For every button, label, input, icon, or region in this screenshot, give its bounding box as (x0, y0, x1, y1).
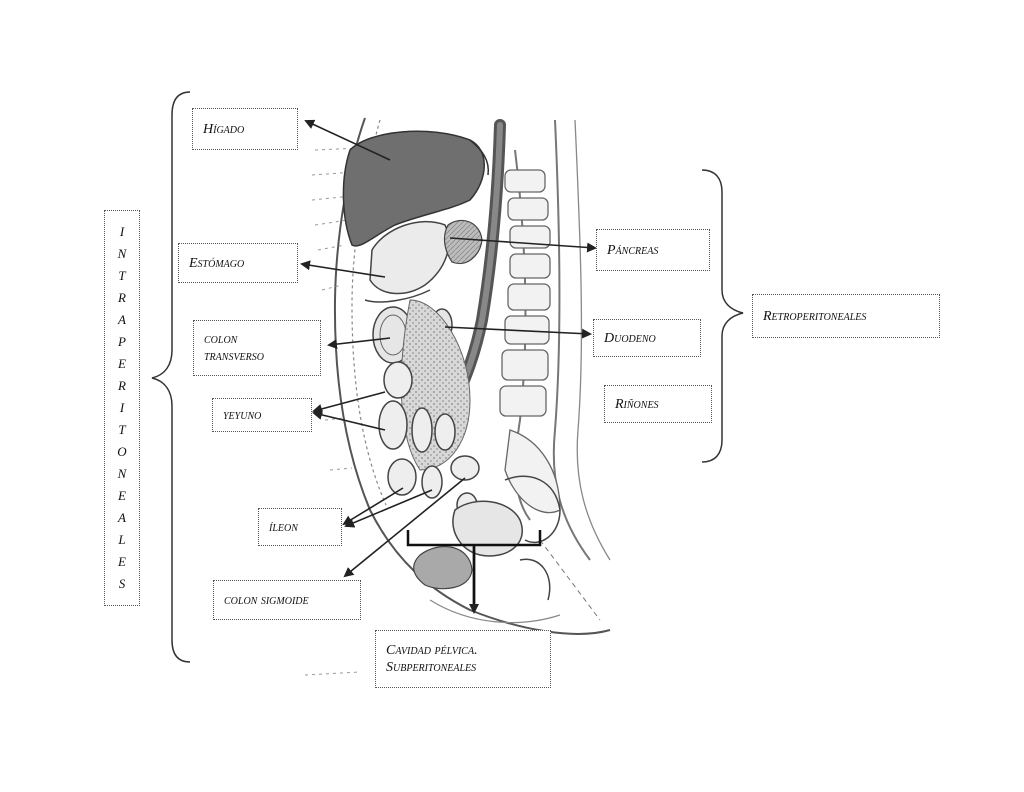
arrow-colon-sigmoide (343, 477, 466, 578)
vertical-letter: P (118, 334, 126, 349)
vertical-letter: I (119, 224, 125, 239)
spine (499, 119, 611, 561)
arrow-ileon-2 (344, 489, 433, 528)
vertical-letter: A (118, 312, 126, 327)
vertical-letter: A (118, 510, 126, 525)
arrow-higado (304, 119, 391, 161)
left-brace (151, 91, 191, 663)
stomach-shape (369, 220, 450, 295)
vertical-letter: E (118, 488, 126, 503)
bladder-shape (413, 546, 473, 590)
label-ileon: íleon (258, 508, 342, 546)
intestine-loops (378, 361, 480, 518)
arrow-ileon-1 (342, 487, 404, 526)
label-rinones: Riñones (604, 385, 712, 423)
label-colon-sigmoide: colon sigmoide (213, 580, 361, 620)
vertical-letter: R (118, 290, 126, 305)
vertical-letter: E (118, 554, 126, 569)
label-estomago: Estómago (178, 243, 298, 283)
sigmoid-colon-shape (452, 500, 523, 557)
arrow-colon-transverso (327, 337, 391, 350)
label-cavidad-pelvica: Cavidad pélvica. Subperitoneales (375, 630, 551, 688)
abdominal-wall (333, 117, 611, 635)
arrow-yeyuno-1 (312, 391, 386, 414)
arrow-pancreas (449, 237, 597, 253)
label-yeyuno: yeyuno (212, 398, 312, 432)
arrow-yeyuno-2 (312, 410, 386, 431)
right-brace (701, 169, 744, 463)
vertical-letter: I (119, 400, 125, 415)
label-duodeno: Duodeno (593, 319, 701, 357)
arrow-estomago (300, 260, 386, 278)
pancreas-shape (443, 219, 483, 265)
vertical-letter: O (117, 444, 127, 459)
vertical-letter: L (118, 532, 126, 547)
vertical-letter: T (118, 268, 126, 283)
label-retroperitoneales: Retroperitoneales (752, 294, 940, 338)
vertical-letter: N (117, 246, 127, 261)
arrow-duodeno (444, 326, 592, 339)
label-pancreas: Páncreas (596, 229, 710, 271)
vertical-letter: E (118, 356, 126, 371)
vertical-letter: S (118, 576, 126, 591)
label-colon-transverso: colon transverso (193, 320, 321, 376)
liver-shape (342, 130, 485, 247)
vertical-letter: N (117, 466, 127, 481)
vertical-letter: R (118, 378, 126, 393)
label-higado: Hígado (192, 108, 298, 150)
vertical-letter: T (118, 422, 126, 437)
